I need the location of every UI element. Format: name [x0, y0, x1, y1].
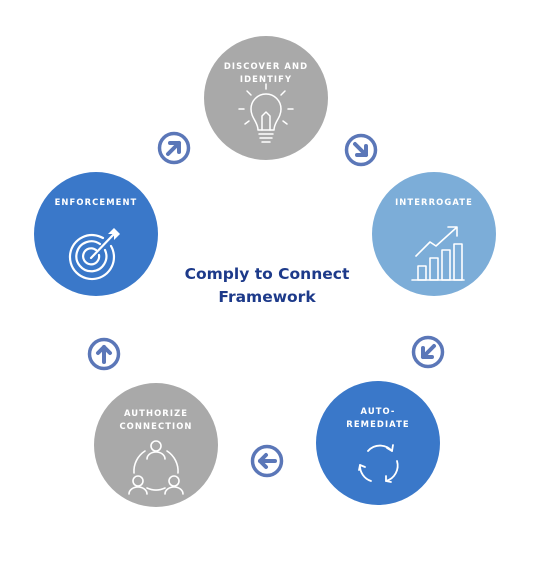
- target-icon: [68, 228, 120, 281]
- node-label: AUTHORIZE CONNECTION: [119, 408, 193, 431]
- node-auto-remediate: AUTO- REMEDIATE: [316, 381, 440, 505]
- node-interrogate: INTERROGATE: [372, 172, 496, 296]
- node-label: AUTO- REMEDIATE: [346, 406, 410, 429]
- users-network-icon: [128, 440, 184, 495]
- node-authorize-connection: AUTHORIZE CONNECTION: [94, 383, 218, 507]
- node-label: ENFORCEMENT: [54, 197, 138, 207]
- growth-chart-icon: [411, 226, 465, 281]
- arrow-down-right-icon: [344, 133, 378, 167]
- lightbulb-icon: [238, 83, 294, 143]
- node-label: DISCOVER AND IDENTIFY: [223, 61, 309, 84]
- framework-title: Comply to Connect Framework: [184, 265, 350, 306]
- arrow-up-right-icon: [157, 131, 191, 165]
- arrow-up-icon: [87, 337, 121, 371]
- node-label: INTERROGATE: [395, 197, 473, 207]
- arrow-left-icon: [250, 444, 284, 478]
- node-discover-identify: DISCOVER AND IDENTIFY: [204, 36, 328, 160]
- arrow-down-left-icon: [411, 335, 445, 369]
- refresh-cycle-icon: [358, 444, 399, 483]
- node-enforcement: ENFORCEMENT: [34, 172, 158, 296]
